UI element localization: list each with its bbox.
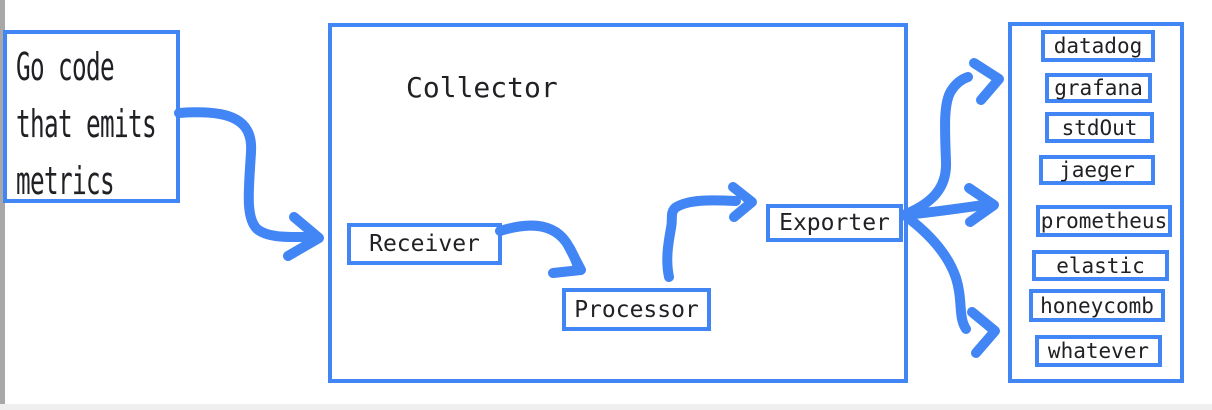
backend-label: prometheus bbox=[1040, 209, 1168, 233]
backend-label: whatever bbox=[1047, 339, 1150, 363]
node-collector-label: Collector bbox=[406, 71, 558, 104]
node-receiver: Receiver bbox=[347, 223, 502, 265]
backend-item: datadog bbox=[1041, 30, 1155, 62]
edge-exporter-backends-middle-arrowhead bbox=[964, 183, 999, 227]
backend-label: honeycomb bbox=[1040, 293, 1154, 318]
node-exporter-label: Exporter bbox=[779, 210, 890, 236]
edge-source-collector bbox=[174, 107, 311, 243]
edge-exporter-backends-top-arrowhead bbox=[969, 58, 1004, 105]
backend-item: jaeger bbox=[1039, 155, 1155, 185]
backend-item: stdOut bbox=[1045, 112, 1154, 143]
node-exporter: Exporter bbox=[766, 204, 903, 242]
node-receiver-label: Receiver bbox=[369, 231, 480, 257]
edge-exporter-backends-middle bbox=[901, 200, 989, 220]
backend-label: datadog bbox=[1053, 34, 1143, 58]
edge-exporter-backends-bottom-arrowhead bbox=[967, 307, 1000, 358]
node-go-code-label: Go code that emits metrics bbox=[16, 45, 157, 203]
backends-panel: datadog grafana stdOut jaeger prometheus… bbox=[1008, 22, 1184, 383]
edge-exporter-backends-bottom bbox=[902, 212, 971, 334]
backend-item: prometheus bbox=[1036, 205, 1172, 237]
node-processor-label: Processor bbox=[574, 296, 699, 323]
node-processor: Processor bbox=[562, 288, 711, 331]
backend-item: elastic bbox=[1032, 250, 1169, 281]
backend-label: grafana bbox=[1054, 76, 1143, 100]
window-edge-left bbox=[0, 0, 5, 410]
edge-source-collector-arrowhead bbox=[283, 212, 324, 261]
window-edge-bottom bbox=[0, 404, 1212, 410]
backend-item: honeycomb bbox=[1029, 289, 1165, 322]
backend-label: elastic bbox=[1056, 253, 1145, 278]
backend-item: grafana bbox=[1045, 73, 1152, 103]
edge-exporter-backends-top bbox=[901, 72, 973, 219]
node-go-code: Go code that emits metrics bbox=[3, 30, 180, 203]
backend-label: jaeger bbox=[1059, 158, 1135, 182]
backend-label: stdOut bbox=[1061, 115, 1138, 140]
node-collector: Collector Receiver Processor Exporter bbox=[328, 23, 908, 383]
backend-item: whatever bbox=[1035, 335, 1162, 367]
